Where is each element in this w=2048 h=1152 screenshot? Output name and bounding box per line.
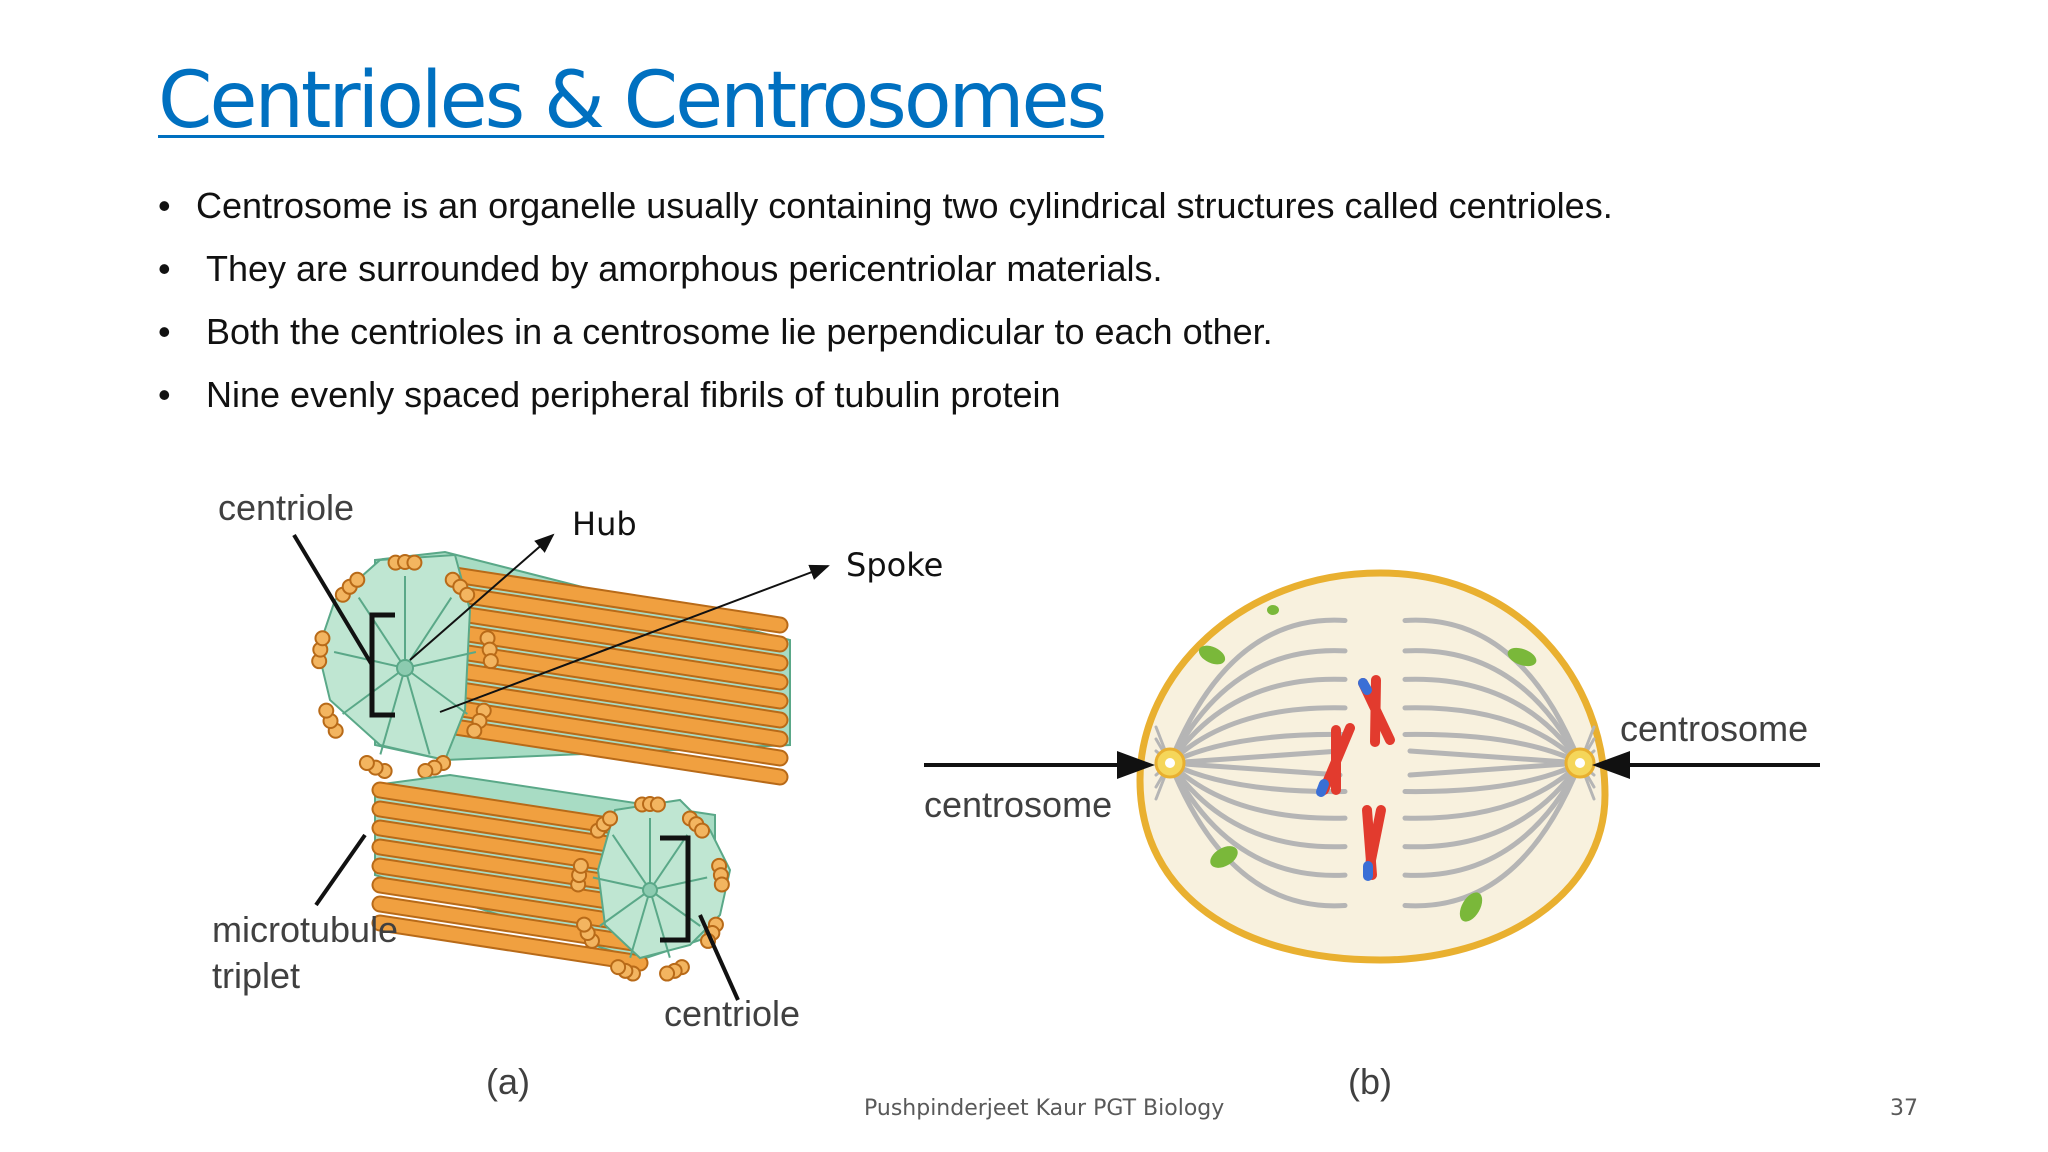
chromosome bbox=[1358, 675, 1395, 747]
bullet-text: Nine evenly spaced peripheral fibrils of… bbox=[206, 374, 1061, 415]
bullet-symbol: • bbox=[158, 248, 171, 289]
figure-b-caption: (b) bbox=[1348, 1061, 1392, 1102]
figure-a-caption: (a) bbox=[486, 1061, 530, 1102]
bullet-item: • Both the centrioles in a centrosome lie… bbox=[158, 310, 1613, 373]
centriole-lower bbox=[371, 773, 732, 982]
centriole-bottom-label: centriole bbox=[664, 993, 800, 1034]
centriole-diagram: centriole Hub Spoke microtubule triplet … bbox=[212, 487, 943, 1102]
centriole-bottom-pointer bbox=[698, 914, 740, 1001]
spoke-label: Spoke bbox=[846, 546, 943, 584]
centriole-top-pointer bbox=[292, 533, 374, 667]
page-number: 37 bbox=[1890, 1096, 1918, 1121]
bullet-item: • Centrosome is an organelle usually cont… bbox=[158, 184, 1613, 247]
centrosome-left bbox=[1154, 747, 1186, 779]
centriole-upper bbox=[311, 550, 791, 786]
slide-title: Centrioles & Centrosomes bbox=[158, 56, 1107, 146]
hub-label: Hub bbox=[572, 505, 637, 543]
bullet-symbol: • bbox=[158, 374, 171, 415]
bullet-text: Both the centrioles in a centrosome lie … bbox=[206, 311, 1273, 352]
chromosome bbox=[1362, 805, 1386, 881]
footer-author: Pushpinderjeet Kaur PGT Biology bbox=[864, 1096, 1225, 1121]
centrosome-left-label: centrosome bbox=[924, 784, 1112, 825]
bullet-list: • Centrosome is an organelle usually cont… bbox=[158, 184, 1613, 436]
centriole-top-label: centriole bbox=[218, 487, 354, 528]
bullet-text: They are surrounded by amorphous pericen… bbox=[206, 248, 1163, 289]
bullet-symbol: • bbox=[158, 185, 171, 226]
bullet-item: • They are surrounded by amorphous perice… bbox=[158, 247, 1613, 310]
microtubule-label-line1: microtubule bbox=[212, 909, 398, 950]
microtubule-label-line2: triplet bbox=[212, 955, 300, 996]
hub-arrow bbox=[409, 533, 555, 661]
spoke-arrow bbox=[439, 564, 830, 713]
bullet-text: Centrosome is an organelle usually conta… bbox=[196, 185, 1613, 226]
chromosomes bbox=[1316, 675, 1395, 881]
bullet-symbol: • bbox=[158, 311, 171, 352]
microtubule-pointer bbox=[314, 833, 367, 907]
chromosome bbox=[1316, 723, 1355, 797]
centrosome-right-label: centrosome bbox=[1620, 708, 1808, 749]
bullet-item: • Nine evenly spaced peripheral fibrils o… bbox=[158, 373, 1613, 436]
spindle-cell-diagram: centrosome centrosome (b) bbox=[924, 569, 1820, 1102]
organelles bbox=[1198, 605, 1537, 922]
centrosome-right bbox=[1564, 747, 1596, 779]
spindle-fibers bbox=[1154, 617, 1596, 909]
